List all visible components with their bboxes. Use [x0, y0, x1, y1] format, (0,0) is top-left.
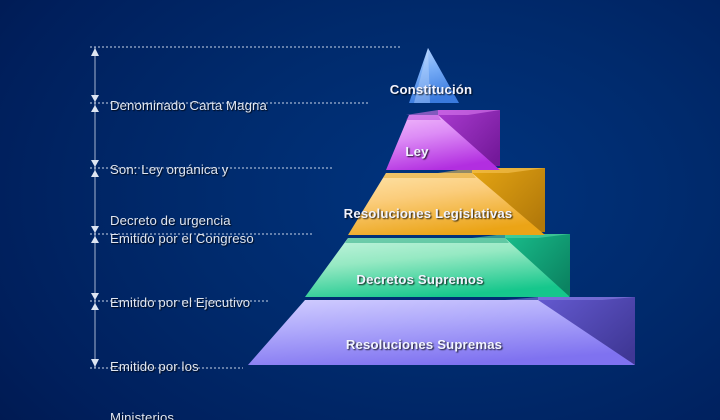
tier-top-bevel: [406, 115, 441, 120]
tier-front-face: [248, 300, 635, 365]
tier-top-bevel: [345, 238, 509, 243]
tier-front-face: [305, 238, 570, 297]
tier-top-bevel: [383, 173, 476, 178]
tier-front-face: [409, 48, 459, 103]
measure-arrowheads: [91, 48, 99, 367]
tier-apex-highlight: [414, 48, 430, 103]
tier-front-face: [348, 173, 545, 235]
pyramid-tier-constitucion[interactable]: [409, 48, 459, 103]
tier-side-face-top: [505, 297, 635, 300]
tier-front-face: [386, 115, 500, 170]
pyramid-tier-resoluciones-supremas[interactable]: [248, 297, 635, 365]
pyramid-tier-decretos-supremos[interactable]: [305, 234, 570, 297]
tier-side-face-top: [472, 234, 570, 238]
pyramid-tier-ley[interactable]: [386, 110, 500, 170]
tier-side-face-top: [406, 110, 500, 115]
